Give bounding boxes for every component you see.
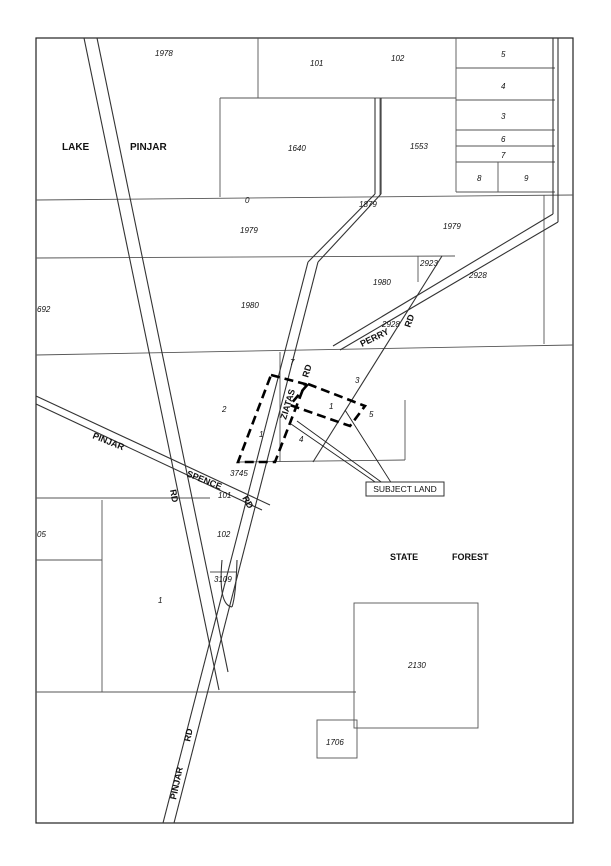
lot-number: 1 [259, 430, 263, 439]
lot-number: 101 [310, 59, 323, 68]
road-label-perry-rd: RD [402, 313, 416, 329]
lot-number: 4 [299, 435, 304, 444]
lot-number: 3 [501, 112, 506, 121]
lot-number: 7 [290, 358, 295, 367]
map-frame [35, 37, 574, 824]
lot-number: 1553 [410, 142, 428, 151]
lot-number: 692 [37, 305, 51, 314]
area-lake-word1: LAKE [62, 142, 90, 153]
road-label-ziatas-rd: RD [300, 363, 314, 379]
lot-number: 9 [524, 174, 529, 183]
lot-number: 7 [501, 151, 506, 160]
callout-label: SUBJECT LAND [373, 484, 437, 494]
lot-number: 1979 [443, 222, 461, 231]
lot-number: 101 [218, 491, 231, 500]
lot-number: 0 [245, 196, 250, 205]
lot-number: 1 [329, 402, 333, 411]
lot-number: 1706 [326, 738, 344, 747]
lot-number: 2928 [381, 320, 400, 329]
road-label-pinjar-lower-rd: RD [182, 727, 195, 742]
lot-numbers: 1978 101 102 5 4 3 6 7 8 9 1640 1553 0 1… [37, 49, 529, 747]
lot-number: 1 [158, 596, 162, 605]
lot-number: 05 [37, 530, 46, 539]
lot-number: 1978 [155, 49, 173, 58]
lot-number: 8 [477, 174, 482, 183]
lot-number: 1979 [240, 226, 258, 235]
lot-number: 5 [501, 50, 506, 59]
lot-number: 2928 [468, 271, 487, 280]
lot-number: 3745 [230, 469, 248, 478]
subject-land-callout: SUBJECT LAND [290, 409, 445, 497]
lot-number: 2 [221, 405, 227, 414]
lot-number: 1980 [373, 278, 391, 287]
road-label-pinjar-rd-mid: RD [168, 489, 180, 504]
lot-number: 102 [391, 54, 405, 63]
lot-number: 2923 [419, 259, 438, 268]
area-lake-word2: PINJAR [130, 142, 167, 153]
callout-box [365, 481, 445, 497]
subject-land-boundary [236, 373, 368, 464]
lot-number: 1640 [288, 144, 306, 153]
lot-number: 5 [369, 410, 374, 419]
lot-number: 6 [501, 135, 506, 144]
lot-number: 1879 [359, 200, 377, 209]
roads [35, 37, 559, 824]
lot-number: 3 [355, 376, 360, 385]
lot-number: 102 [217, 530, 231, 539]
lot-number: 2130 [407, 661, 426, 670]
area-forest-word2: FOREST [452, 552, 489, 562]
lot-number: 1980 [241, 301, 259, 310]
lot-number: 4 [501, 82, 506, 91]
lot-boundaries [35, 38, 574, 759]
area-forest-word1: STATE [390, 552, 418, 562]
lot-number: 3109 [214, 575, 232, 584]
